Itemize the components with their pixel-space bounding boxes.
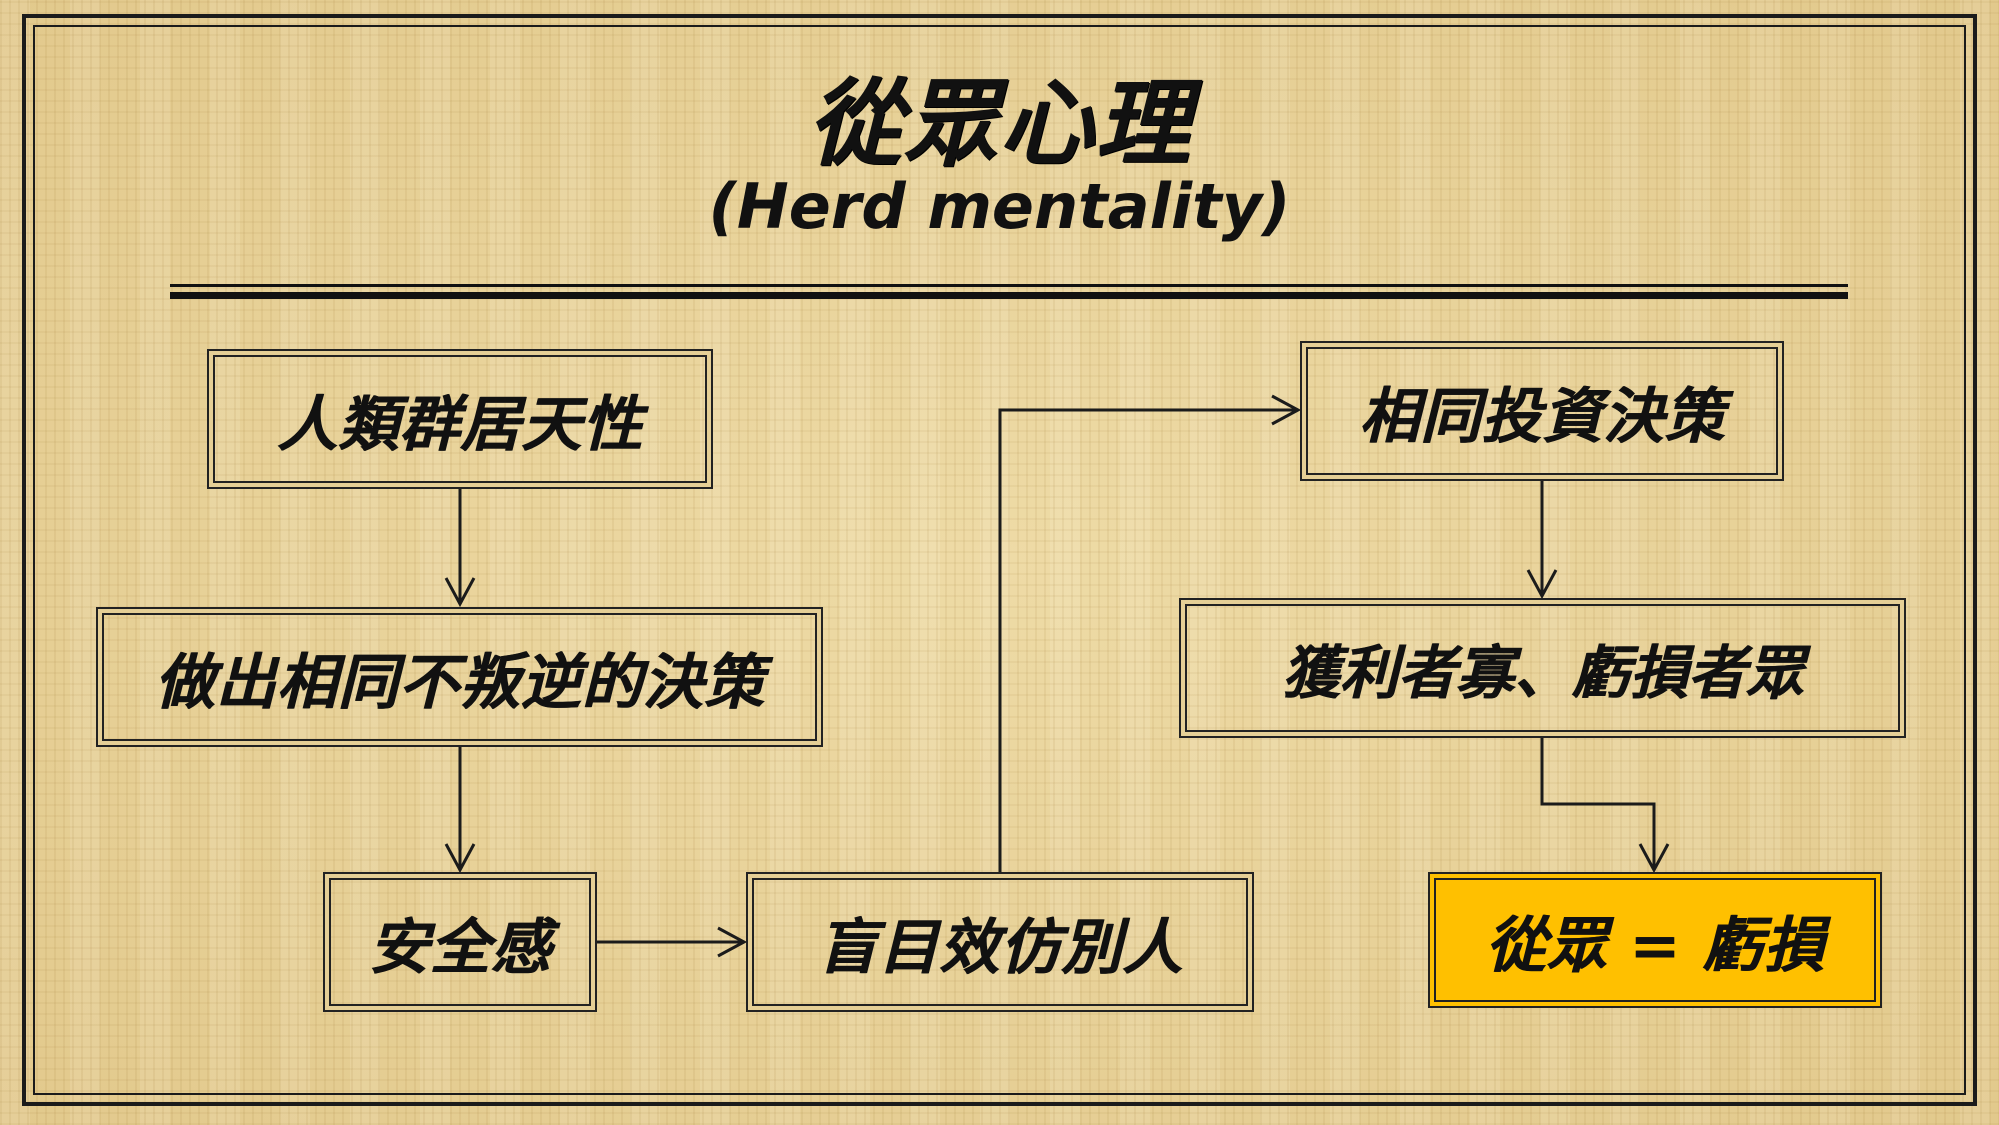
outer-frame: [22, 14, 1977, 1106]
node-security: 安全感: [323, 872, 597, 1012]
node-few-winners-label: 獲利者寡、虧損者眾: [1281, 639, 1804, 707]
node-same-investment-label: 相同投資決策: [1359, 381, 1725, 452]
page-title: 從眾心理: [807, 70, 1192, 179]
node-same-decision-label: 做出相同不叛逆的決策: [154, 647, 765, 718]
node-conclusion: 從眾 = 虧損: [1428, 872, 1882, 1008]
node-same-investment: 相同投資決策: [1300, 341, 1784, 481]
node-few-winners: 獲利者寡、虧損者眾: [1179, 598, 1906, 738]
node-blind-imitation: 盲目效仿別人: [746, 872, 1254, 1012]
title-divider-thick: [170, 292, 1848, 299]
page-subtitle: (Herd mentality): [708, 170, 1291, 243]
node-security-label: 安全感: [368, 912, 552, 983]
node-human-nature: 人類群居天性: [207, 349, 713, 489]
node-same-decision: 做出相同不叛逆的決策: [96, 607, 823, 747]
node-blind-imitation-label: 盲目效仿別人: [817, 912, 1183, 983]
node-conclusion-label: 從眾 = 虧損: [1485, 910, 1825, 981]
inner-frame: [33, 25, 1966, 1095]
node-human-nature-label: 人類群居天性: [277, 389, 643, 460]
title-divider-thin: [170, 284, 1848, 287]
